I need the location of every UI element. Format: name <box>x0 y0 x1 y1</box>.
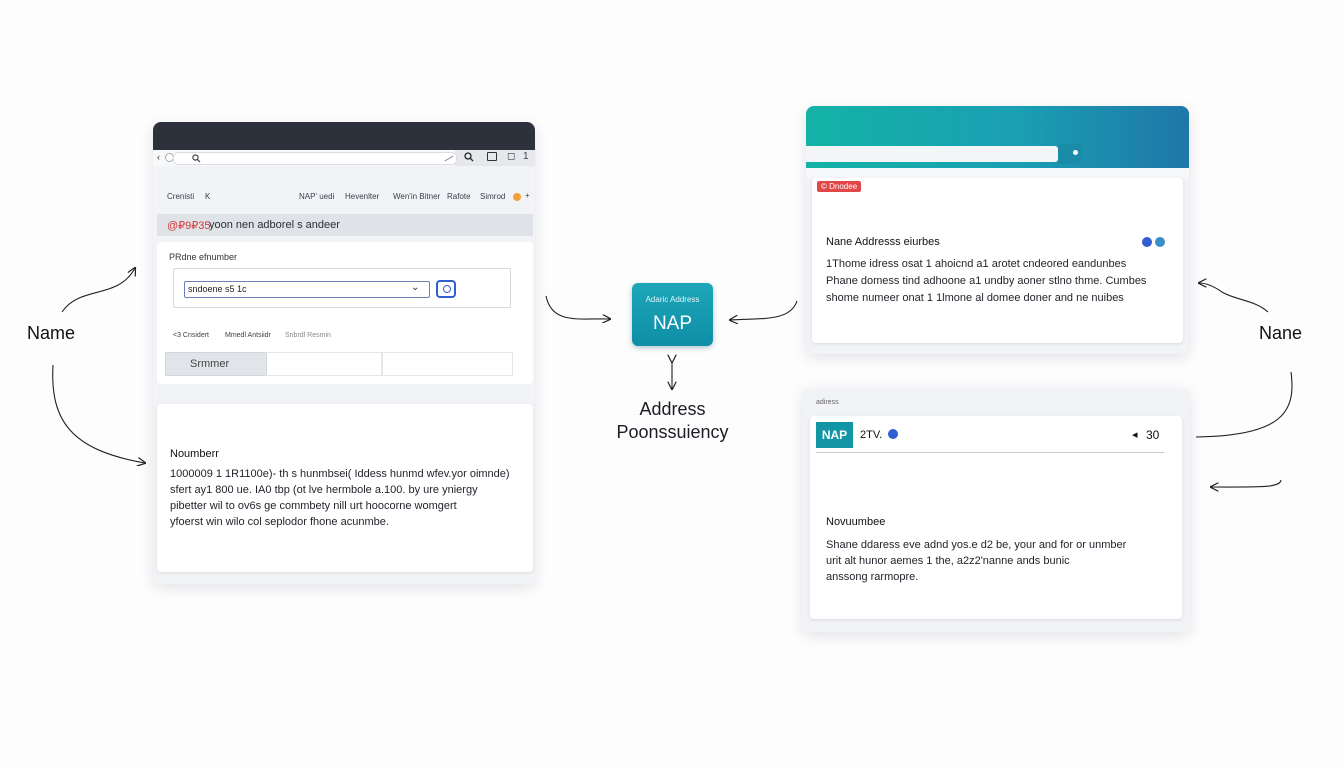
card-line: 1Thome idress osat 1 ahoicnd a1 arotet c… <box>826 258 1127 270</box>
window-icon[interactable] <box>487 152 497 161</box>
toolbar-stripe <box>806 168 1189 178</box>
chip-text: 2TV. <box>860 429 883 441</box>
arrow-nane-to-bottom <box>1195 371 1293 438</box>
left-browser-window: ‹ ◻ 1 Crenisti K NAP' uedi Hevenlter Wen… <box>153 122 535 584</box>
counter-value: 30 <box>1146 428 1160 442</box>
nap-chip: NAP <box>816 422 853 448</box>
gradient-header <box>806 106 1189 176</box>
volume-icon[interactable]: ◂ <box>1132 429 1138 441</box>
card-title: Nane Addresss eiurbes <box>826 236 940 248</box>
result-line: Shane ddaress eve adnd yos.e d2 be, your… <box>826 539 1127 551</box>
card-line: shome numeer onat 1 1lmone al domee done… <box>826 292 1124 304</box>
nap-caption-line2: Poonssuiency <box>616 422 729 442</box>
number-info-card: Noumberr 1000009 1 1R1100e)- th s hunmbs… <box>157 404 533 572</box>
form-sub-link[interactable]: <3 Cnsidert <box>173 332 209 339</box>
info-line: pibetter wil to ov6s ge commbety nill ur… <box>170 500 457 512</box>
arrow-left-to-nap <box>545 295 610 319</box>
chevron-down-icon[interactable]: ⌄ <box>411 282 420 293</box>
verified-icon <box>888 429 898 439</box>
browser-active-tab[interactable] <box>455 150 535 166</box>
nav-item[interactable]: Crenisti <box>167 192 195 201</box>
banner-text: yoon nen adborel s andeer <box>209 219 340 231</box>
arrow-lower-right <box>1211 479 1282 487</box>
info-icon[interactable] <box>1142 237 1152 247</box>
nap-node-label: NAP <box>652 313 693 334</box>
site-nav: Crenisti K NAP' uedi Hevenlter Wen'in Bi… <box>153 188 535 206</box>
info-line: 1000009 1 1R1100e)- th s hunmbsei( Iddes… <box>170 468 510 480</box>
result-line: anssong rarmopre. <box>826 571 919 583</box>
right-bottom-window: adiress NAP 2TV. ◂ 30 Novuumbee Shane dd… <box>802 388 1190 632</box>
divider <box>816 452 1164 453</box>
nav-item[interactable]: NAP' uedi <box>299 192 335 201</box>
form-field-group: sndoene s5 1c ⌄ <box>173 268 511 308</box>
info-title: Noumberr <box>170 448 219 460</box>
search-submit-button[interactable] <box>436 280 456 298</box>
card-body: 1Thome idress osat 1 ahoicnd a1 arotet c… <box>826 256 1146 307</box>
form-cell <box>265 352 383 376</box>
edit-icon[interactable] <box>444 155 454 162</box>
arrow-name-to-form <box>61 268 135 313</box>
nap-caption: Address Poonssuiency <box>595 398 750 444</box>
result-body: Shane ddaress eve adnd yos.e d2 be, your… <box>826 537 1126 585</box>
nav-item[interactable]: Simrod <box>480 192 506 201</box>
toolbar-counter: 1 <box>523 151 529 162</box>
right-top-browser-window: © Dnodee Nane Addresss eiurbes 1Thome id… <box>806 106 1189 354</box>
phone-input-value: sndoene s5 1c <box>188 284 247 294</box>
result-title: Novuumbee <box>826 516 886 528</box>
address-bar[interactable] <box>173 152 457 165</box>
info-line: sfert ay1 800 ue. IA0 tbp (ot lve hermbo… <box>170 484 478 496</box>
back-chevron-icon[interactable]: ‹ <box>157 152 160 162</box>
arrow-nane-to-top <box>1199 283 1269 313</box>
nav-item[interactable]: Wen'in Bitner <box>393 192 441 201</box>
status-badge: © Dnodee <box>817 181 862 192</box>
info-line: yfoerst win wilo col seplodor fhone acun… <box>170 516 389 528</box>
window-caption: adiress <box>816 399 839 406</box>
search-icon <box>192 154 201 163</box>
more-icon[interactable]: + <box>525 191 530 200</box>
toolbar-icon-box[interactable]: ◻ <box>507 151 516 162</box>
name-address-card: © Dnodee Nane Addresss eiurbes 1Thome id… <box>812 178 1183 343</box>
nap-caption-line1: Address <box>639 399 706 419</box>
notification-dot-icon[interactable] <box>513 193 521 201</box>
left-side-label: Name <box>27 323 76 343</box>
nav-item[interactable]: Rafote <box>447 192 471 201</box>
card-line: Phane domess tind adhoone a1 undby aoner… <box>826 275 1147 287</box>
nap-result-card: NAP 2TV. ◂ 30 Novuumbee Shane ddaress ev… <box>810 416 1182 619</box>
submit-button-label: Srmmer <box>190 358 230 370</box>
submit-button[interactable]: Srmmer <box>165 352 267 376</box>
phone-input[interactable]: sndoene s5 1c ⌄ <box>184 281 430 298</box>
nav-item[interactable]: Hevenlter <box>345 192 380 201</box>
form-cell <box>381 352 513 376</box>
info-icon[interactable] <box>1155 237 1165 247</box>
nap-node-top-label: Adaric Address <box>645 295 700 304</box>
form-sub-link[interactable]: Snbrdl Resmin <box>285 332 331 339</box>
phone-form-card: PRdne efnumber sndoene s5 1c ⌄ <3 Cnside… <box>157 242 533 384</box>
right-side-label: Nane <box>1259 323 1303 343</box>
arrow-right-to-nap <box>730 300 798 320</box>
form-sub-link[interactable]: Mmedl Antsiidr <box>225 332 271 339</box>
nap-node: Adaric Address NAP <box>632 283 713 346</box>
form-label: PRdne efnumber <box>169 252 238 262</box>
address-bar[interactable] <box>806 146 1058 162</box>
result-line: urit alt hunor aemes 1 the, a2z2'nanne a… <box>826 555 1070 567</box>
search-icon[interactable] <box>464 152 474 162</box>
banner-code: @₽9₽35 <box>167 220 211 232</box>
nav-item[interactable]: K <box>205 192 211 201</box>
page-banner: @₽9₽35 yoon nen adborel s andeer <box>157 214 533 236</box>
browser-title-bar <box>153 122 535 150</box>
arrow-name-to-info <box>52 364 145 463</box>
info-body: 1000009 1 1R1100e)- th s hunmbsei( Iddes… <box>170 466 510 530</box>
circle-icon[interactable] <box>1071 148 1080 157</box>
